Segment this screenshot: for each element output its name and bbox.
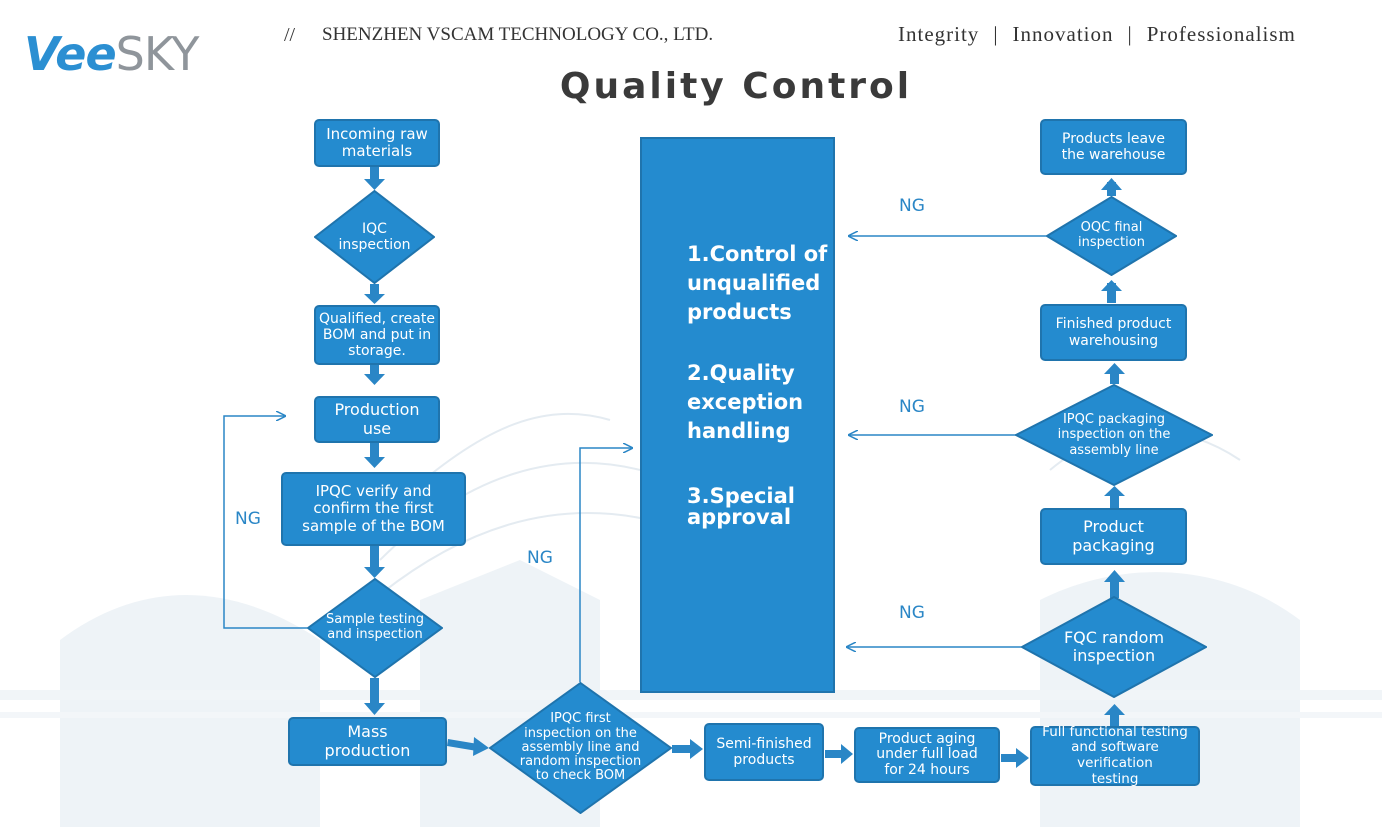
value-separator: | [993,22,999,46]
node-ipqc-first-inspection: IPQC first inspection on the assembly li… [489,682,672,814]
arrow-ipqc-first-to-semi [672,739,703,759]
diamond-shape [489,682,672,814]
node-product-aging: Product aging under full load for 24 hou… [854,727,1000,783]
node-ipqc-first-label: IPQC first inspection on the assembly li… [519,711,642,784]
arrow-ipqcpack-to-packaging [1104,486,1125,508]
node-sample-testing: Sample testing and inspection [307,578,443,678]
value-professionalism: Professionalism [1146,22,1296,46]
company-name: SHENZHEN VSCAM TECHNOLOGY CO., LTD. [322,24,714,45]
center-control-panel: 1.Control of unqualified products 2.Qual… [640,137,835,693]
value-innovation: Innovation [1012,22,1114,46]
header-slash: // [284,24,296,46]
diamond-shape [314,190,435,284]
arrow-fqc-to-packaging [1104,570,1125,598]
node-iqc-inspection: IQC inspection [314,190,435,284]
center-item-special-approval: 3.Special approval [687,484,796,529]
ng-label-ipqc-packaging: NG [899,397,925,417]
node-oqc-label: OQC final inspection [1078,220,1145,250]
node-ipqc-packaging-label: IPQC packaging inspection on the assembl… [1057,411,1171,458]
center-item-unqualified: 1.Control of unqualified products [687,242,828,324]
arrow-mass-to-ipqc-first [447,737,489,756]
arrow-production-to-ipqc [364,443,385,468]
node-sample-testing-label: Sample testing and inspection [326,612,424,642]
center-item-quality-exception: 2.Quality exception handling [687,361,804,443]
company-values: Integrity | Innovation | Professionalism [898,22,1296,47]
logo-part-sky: SKY [115,27,200,81]
node-qualified-bom-storage: Qualified, create BOM and put in storage… [314,305,440,365]
node-incoming-raw-materials: Incoming raw materials [314,119,440,167]
diamond-shape [1015,384,1213,486]
arrow-warehousing-to-ipqcpack [1104,363,1125,384]
arrow-oqc-to-leave [1101,178,1122,196]
ng-label-fqc: NG [899,603,925,623]
value-separator: | [1127,22,1133,46]
node-full-functional-testing: Full functional testing and software ver… [1030,724,1200,786]
page-title: Quality Control [559,66,913,107]
node-semi-finished-products: Semi-finished products [704,723,824,781]
node-products-leave-warehouse: Products leave the warehouse [1040,119,1187,175]
arrow-incoming-to-iqc [364,167,385,190]
diamond-shape [307,578,443,678]
node-production-use: Production use [314,396,440,443]
ng-loop-line-left [223,416,307,629]
ng-label-ipqc-first: NG [527,548,553,568]
node-product-packaging: Product packaging [1040,508,1187,565]
node-fqc-label: FQC random inspection [1063,627,1165,665]
node-iqc-label: IQC inspection [338,220,411,253]
arrow-ipqc-to-sample [364,546,385,578]
arrow-sample-to-mass [364,678,385,715]
node-fqc-random-inspection: FQC random inspection [1021,596,1207,698]
arrow-oqc-to-warehousing [1101,280,1122,303]
diamond-shape [1021,596,1207,698]
arrow-qualified-to-production [364,365,385,385]
logo-part-vee: Vee [24,27,117,81]
arrow-aging-to-full [1001,748,1029,768]
veesky-logo: VeeSKY [24,24,200,84]
node-ipqc-verify-first-sample: IPQC verify and confirm the first sample… [281,472,466,546]
arrow-semi-to-aging [825,744,853,764]
arrow-full-to-fqc [1104,704,1125,726]
ng-label-sample: NG [235,509,261,529]
node-finished-product-warehousing: Finished product warehousing [1040,304,1187,361]
node-mass-production: Mass production [288,717,447,766]
value-integrity: Integrity [898,22,980,46]
diamond-shape [1046,196,1177,276]
node-ipqc-packaging-inspection: IPQC packaging inspection on the assembl… [1015,384,1213,486]
ng-label-oqc: NG [899,196,925,216]
arrow-iqc-to-qualified [364,284,385,304]
node-oqc-final-inspection: OQC final inspection [1046,196,1177,276]
ng-loop-line-ipqc-first [579,448,632,682]
